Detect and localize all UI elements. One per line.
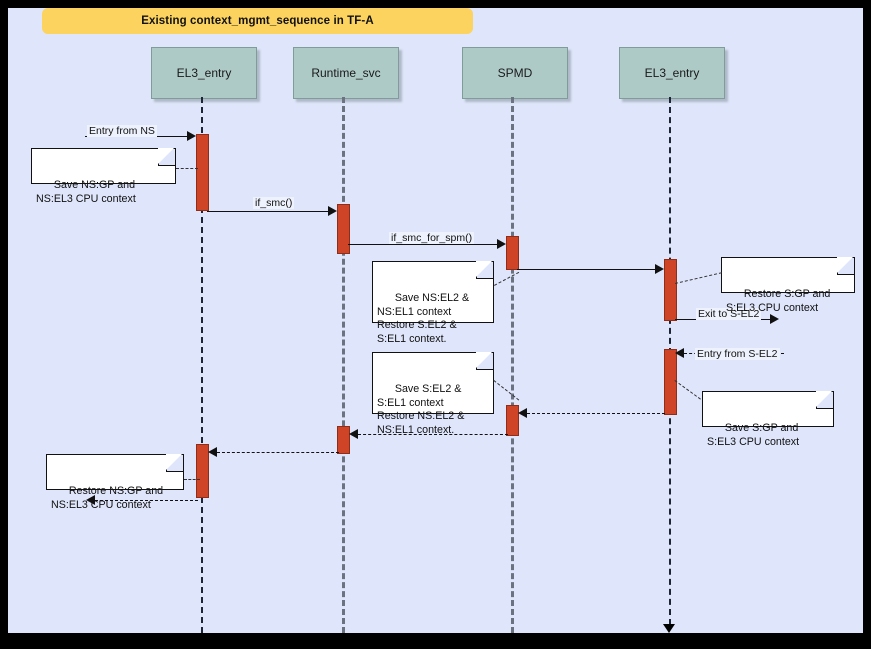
note-fold-icon [476,261,493,279]
note-restore-ns-gp: Restore NS:GP and NS:EL3 CPU context [46,454,184,511]
arrowhead-icon-exit-to-s-el2 [770,314,779,324]
note-link-save-ns-el2 [494,271,520,286]
note-text: Save S:EL2 & S:EL1 context Restore NS:EL… [377,383,465,436]
note-link-save-s-gp [674,380,701,400]
note-link-save-s-el2 [493,380,520,401]
note-fold-icon [476,352,493,370]
arrowhead-icon-el3-exit-return [86,495,95,505]
activation-spmd-2 [506,405,519,436]
message-line-el3-to-spmd-return [527,413,665,414]
note-text: Save NS:EL2 & NS:EL1 context Restore S:E… [377,292,470,345]
message-line-if-smc-for-spm [348,244,498,245]
note-text: Restore NS:GP and NS:EL3 CPU context [51,485,164,511]
note-link-save-ns-gp [176,168,198,169]
note-save-s-el2: Save S:EL2 & S:EL1 context Restore NS:EL… [372,352,494,436]
lifeline-spmd [511,97,514,633]
activation-el3-entry-s-2 [664,349,677,415]
arrowhead-icon-if-smc [328,206,337,216]
participant-el3-entry-ns[interactable]: EL3_entry [151,47,257,99]
arrowhead-icon-spmd-to-el3 [655,264,664,274]
page-title: Existing context_mgmt_sequence in TF-A [141,15,374,27]
note-fold-icon [158,148,175,166]
activation-el3-entry-ns-1 [196,134,209,211]
note-text: Save NS:GP and NS:EL3 CPU context [36,179,136,205]
lifeline-terminator-arrow-icon [663,624,675,633]
note-save-s-gp: Save S:GP and S:EL3 CPU context [702,391,834,448]
message-label-if-smc: if_smc() [253,197,295,209]
arrowhead-icon-entry-from-ns [187,131,196,141]
arrowhead-icon-if-smc-for-spm [497,239,506,249]
arrowhead-icon-spmd-to-runtime-svc-return [349,429,358,439]
diagram-canvas: Existing context_mgmt_sequence in TF-A E… [8,8,863,633]
activation-runtime-svc-1 [337,204,350,254]
activation-el3-entry-ns-2 [196,444,209,498]
note-restore-s-gp: Restore S:GP and S:EL3 CPU context [721,257,855,314]
message-label-entry-from-s-el2: Entry from S-EL2 [695,348,780,360]
message-line-runtime-svc-to-el3-return [217,452,339,453]
note-text: Save S:GP and S:EL3 CPU context [707,422,800,448]
activation-runtime-svc-2 [337,426,350,454]
activation-spmd-1 [506,236,519,270]
message-label-exit-to-s-el2: Exit to S-EL2 [696,308,762,320]
message-line-if-smc [207,211,329,212]
arrowhead-icon-el3-to-spmd-return [518,408,527,418]
message-label-entry-from-ns: Entry from NS [87,125,157,137]
message-line-spmd-to-runtime-svc-return [358,434,508,435]
note-save-ns-gp: Save NS:GP and NS:EL3 CPU context [31,148,176,205]
lifeline-el3-entry-ns [201,97,203,633]
participant-el3-entry-s[interactable]: EL3_entry [619,47,725,99]
message-line-el3-exit-return [95,500,198,501]
note-fold-icon [837,257,854,275]
message-line-spmd-to-el3 [517,269,656,270]
note-save-ns-el2: Save NS:EL2 & NS:EL1 context Restore S:E… [372,261,494,345]
note-link-restore-s-gp [675,272,722,284]
arrowhead-icon-entry-from-s-el2 [675,348,684,358]
activation-el3-entry-s-1 [664,259,677,321]
participant-label: EL3_entry [644,66,700,80]
note-text: Restore S:GP and S:EL3 CPU context [726,288,831,314]
participant-label: SPMD [497,66,533,80]
message-label-if-smc-for-spm: if_smc_for_spm() [389,232,475,244]
diagram-title-banner: Existing context_mgmt_sequence in TF-A [42,8,473,34]
note-fold-icon [816,391,833,409]
lifeline-runtime-svc [342,97,345,633]
note-fold-icon [166,454,183,472]
participant-runtime-svc[interactable]: Runtime_svc [293,47,399,99]
note-link-restore-ns-gp [184,479,200,480]
participant-label: EL3_entry [176,66,232,80]
arrowhead-icon-runtime-svc-to-el3-return [208,447,217,457]
participant-spmd[interactable]: SPMD [462,47,568,99]
participant-label: Runtime_svc [311,66,381,80]
